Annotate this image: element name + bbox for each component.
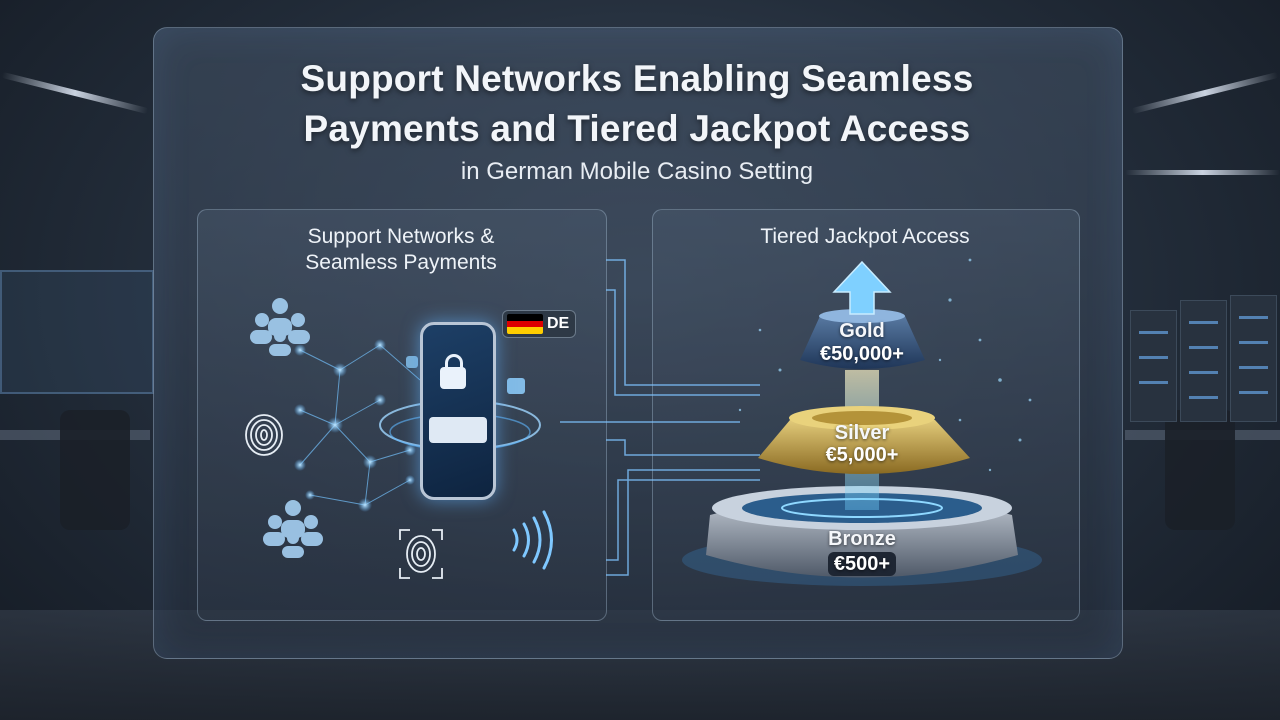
bronze-tier-amount: €500+	[827, 552, 897, 576]
germany-badge: DE	[502, 310, 576, 338]
page-title-line-2: Payments and Tiered Jackpot Access	[303, 108, 971, 149]
bronze-tier-name: Bronze	[828, 528, 896, 550]
support-networks-card-title: Support Networks & Seamless Payments	[197, 224, 605, 276]
page-title-line-1: Support Networks Enabling Seamless	[300, 58, 974, 99]
flag-stripe-black	[507, 314, 543, 321]
support-networks-title-line-2: Seamless Payments	[305, 251, 497, 274]
bronze-tier-amount-wrap: €500+	[812, 552, 912, 576]
payment-card	[429, 417, 487, 443]
badge-label: DE	[547, 315, 570, 332]
silver-tier-name: Silver	[834, 422, 890, 444]
gold-tier-name: Gold	[839, 320, 885, 342]
page-subtitle: in German Mobile Casino Setting	[460, 158, 814, 185]
silver-tier-amount: €5,000+	[825, 444, 899, 466]
tiered-jackpot-card-title: Tiered Jackpot Access	[760, 225, 970, 248]
flag-stripe-gold	[507, 327, 543, 334]
support-networks-title-line-1: Support Networks &	[307, 225, 495, 248]
germany-flag-icon	[507, 314, 543, 334]
flag-stripe-red	[507, 320, 543, 328]
gold-tier-amount: €50,000+	[820, 343, 904, 365]
lock-icon	[440, 354, 466, 389]
smartphone-icon	[420, 322, 496, 500]
